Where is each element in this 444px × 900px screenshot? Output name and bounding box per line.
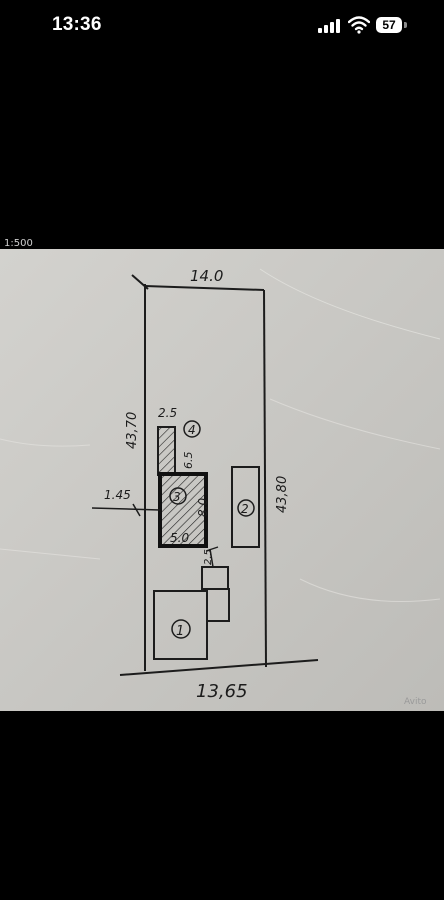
site-plan-photo[interactable]: 4 3 2 1 14.0 13,65 43,70 43,80 1.45 2.5 … — [0, 249, 444, 711]
number-circle-1 — [171, 619, 191, 639]
dimension-top-width: 14.0 — [190, 267, 223, 285]
status-bar: 13:36 57 — [0, 0, 444, 54]
dimension-left-length: 43,70 — [125, 412, 140, 449]
building-2 — [231, 466, 260, 548]
building-number-2: 2 — [241, 502, 249, 516]
avito-watermark: Avito — [404, 697, 427, 707]
site-plan-drawing: 4 3 2 1 14.0 13,65 43,70 43,80 1.45 2.5 … — [0, 249, 444, 711]
dimension-house-gap: 2.5 — [203, 549, 214, 565]
battery-icon: 57 — [376, 17, 408, 33]
dimension-house-width: 5.0 — [170, 531, 189, 545]
wifi-icon — [348, 16, 370, 34]
building-4-annex — [157, 426, 176, 476]
dimension-offset-left: 1.45 — [104, 488, 131, 502]
number-circle-3 — [169, 487, 187, 505]
lot-boundary — [119, 274, 319, 676]
offset-line — [91, 507, 161, 511]
dimension-right-length: 43,80 — [275, 476, 290, 513]
number-circle-2 — [237, 499, 255, 517]
scale-fragment: 1:500 — [4, 238, 33, 249]
signal-bars-icon — [318, 19, 342, 33]
building-number-1: 1 — [176, 624, 184, 639]
dimension-annex-length: 6.5 — [182, 452, 195, 470]
building-3-house — [158, 472, 208, 548]
number-circle-4 — [183, 420, 201, 438]
dimension-house-length: 8.0 — [196, 498, 210, 517]
building-1 — [153, 590, 208, 660]
building-number-4: 4 — [188, 423, 196, 437]
dimension-bottom-width: 13,65 — [196, 681, 248, 702]
dimension-annex-width: 2.5 — [158, 406, 177, 420]
building-number-3: 3 — [173, 490, 181, 504]
battery-level: 57 — [382, 18, 396, 32]
status-time: 13:36 — [52, 14, 102, 35]
paper — [0, 249, 444, 711]
